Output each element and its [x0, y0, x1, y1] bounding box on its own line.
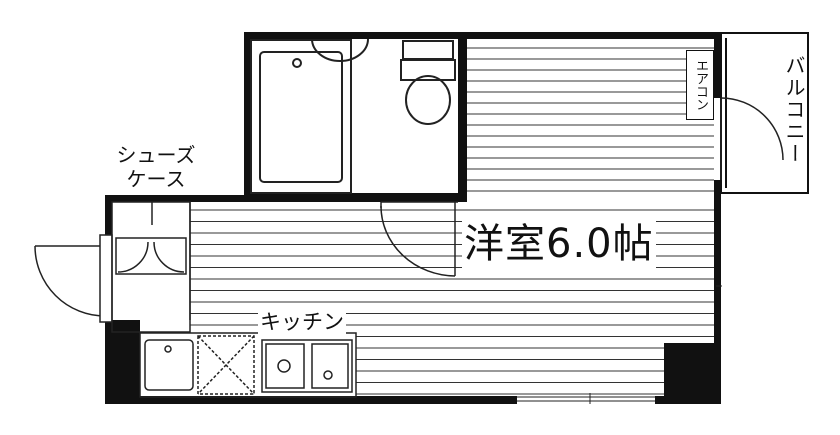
walls — [105, 32, 721, 404]
kitchen-label: キッチン — [258, 309, 346, 335]
balcony-label: バルコニー — [782, 55, 806, 165]
shoe-case-label-line1: シューズ — [116, 143, 196, 167]
kitchen-counter — [139, 332, 357, 398]
window — [517, 393, 655, 404]
shoe-case-label: シューズ ケース — [108, 143, 204, 191]
shoe-case — [111, 201, 191, 333]
flooring-hatch — [190, 47, 714, 395]
room-label: 洋室6.0帖 — [462, 218, 656, 270]
wash-basin — [311, 38, 369, 62]
doors — [34, 97, 784, 323]
bathtub — [250, 39, 352, 194]
aircon-label: エアコン — [686, 50, 714, 120]
shoe-case-label-line2: ケース — [126, 167, 186, 191]
toilet — [400, 40, 456, 125]
